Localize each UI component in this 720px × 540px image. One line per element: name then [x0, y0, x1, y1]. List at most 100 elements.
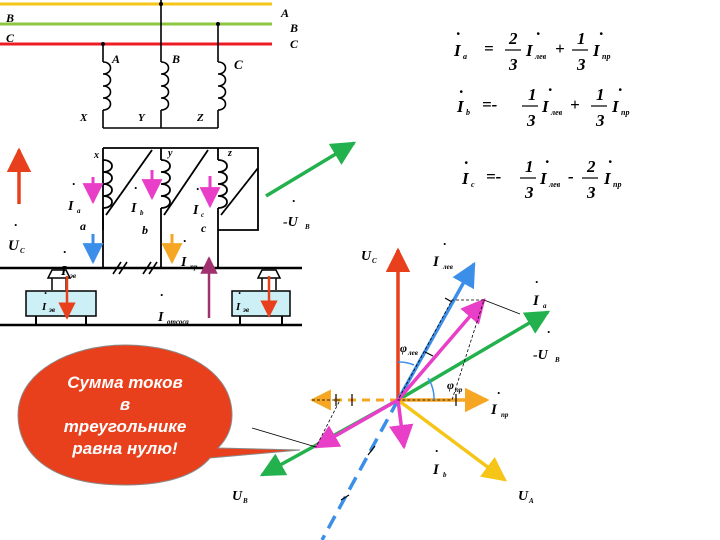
svg-text:C: C [372, 257, 377, 265]
circuit-label-iev-top: · I эв [60, 244, 76, 280]
svg-text:лев: лев [550, 108, 563, 117]
svg-text:·: · [599, 24, 603, 43]
vector-label-uc: U C [361, 249, 377, 265]
svg-text:·: · [196, 181, 199, 196]
svg-text:I: I [60, 264, 67, 279]
svg-text:b: b [140, 209, 144, 217]
svg-text:·: · [134, 180, 137, 195]
vector-ic [313, 398, 399, 449]
svg-text:I: I [235, 301, 241, 313]
callout-line-3: треугольнике [63, 417, 187, 436]
svg-text:3: 3 [576, 55, 586, 74]
winding-label-c: c [201, 221, 207, 235]
svg-text:·: · [44, 286, 47, 300]
angle-arc-pr [427, 377, 435, 401]
line-label-right-b: B [289, 21, 298, 35]
svg-text:·: · [292, 193, 295, 208]
svg-text:·: · [456, 24, 460, 43]
svg-text:·: · [536, 24, 540, 43]
svg-text:·: · [238, 286, 241, 300]
svg-text:A: A [528, 497, 534, 505]
svg-text:-U: -U [283, 215, 299, 230]
svg-text:-: - [568, 167, 574, 186]
svg-text:=: = [484, 39, 494, 58]
circuit-label-iev-right-loco: · I эв [235, 286, 249, 314]
vector-label-ilev: · I лев [432, 236, 453, 271]
svg-text:c: c [471, 180, 475, 189]
vector-label-ia: · I a [532, 274, 547, 310]
svg-text:1: 1 [525, 157, 534, 176]
svg-text:a: a [77, 207, 81, 215]
vector-label-ub: U B [232, 489, 248, 505]
svg-text:пр: пр [602, 52, 610, 61]
svg-text:I: I [592, 41, 601, 60]
circuit-label-iotsosa: · I отсоса [157, 287, 189, 326]
svg-text:·: · [14, 217, 17, 232]
svg-text:+: + [570, 95, 580, 114]
svg-text:I: I [432, 462, 440, 478]
line-label-right-c: C [290, 37, 299, 51]
svg-text:1: 1 [596, 85, 605, 104]
svg-text:·: · [435, 443, 438, 458]
svg-text:c: c [201, 211, 204, 219]
callout-bubble [17, 344, 301, 486]
winding-label-C: C [234, 57, 243, 72]
callout-line-2: в [119, 395, 131, 414]
winding-label-Z: Z [196, 112, 204, 124]
vector-label-ua: U A [518, 489, 534, 505]
svg-text:b: b [443, 471, 447, 479]
svg-text:B: B [242, 497, 248, 505]
arrow-minus-ub-left [265, 141, 357, 198]
svg-text:·: · [459, 82, 463, 101]
svg-text:I: I [456, 97, 465, 116]
svg-text:·: · [547, 324, 550, 339]
svg-text:·: · [464, 153, 468, 172]
svg-text:+: + [555, 39, 565, 58]
equation-ic: · I c =- 1 3 · I лев - 2 3 · I пр [461, 152, 621, 202]
winding-label-B: B [171, 52, 180, 66]
svg-text:φ: φ [447, 378, 454, 392]
svg-text:эв: эв [69, 272, 76, 280]
svg-text:3: 3 [586, 183, 596, 202]
winding-label-a: a [80, 219, 86, 233]
svg-text:I: I [603, 169, 612, 188]
vector-label-minus-ub: · -U B [533, 324, 560, 364]
svg-text:пр: пр [613, 180, 621, 189]
section-insulator-4 [148, 261, 158, 275]
svg-text:I: I [453, 41, 462, 60]
svg-text:3: 3 [526, 111, 536, 130]
winding-label-z: z [227, 148, 232, 159]
svg-text:φ: φ [400, 341, 407, 355]
svg-text:пр: пр [190, 263, 198, 271]
svg-text:U: U [8, 238, 20, 254]
svg-text:b: b [466, 108, 470, 117]
vector-ilev [396, 261, 476, 401]
svg-text:·: · [72, 176, 75, 191]
svg-text:отсоса: отсоса [167, 318, 189, 326]
svg-text:·: · [183, 233, 186, 248]
svg-text:U: U [518, 489, 529, 504]
svg-text:I: I [532, 293, 540, 309]
svg-text:C: C [20, 247, 25, 255]
svg-text:I: I [541, 97, 550, 116]
svg-text:-U: -U [533, 348, 549, 363]
svg-text:I: I [192, 203, 199, 218]
svg-text:1: 1 [577, 29, 586, 48]
svg-text:пр: пр [621, 108, 629, 117]
svg-text:3: 3 [595, 111, 605, 130]
svg-text:·: · [548, 80, 552, 99]
vector-ib [389, 399, 414, 450]
section-insulator-2 [118, 261, 128, 275]
svg-text:лев: лев [548, 180, 561, 189]
vector-ilev-dashed [320, 399, 400, 540]
angle-label-lev: φ лев [400, 341, 418, 357]
svg-text:1: 1 [528, 85, 537, 104]
svg-text:I: I [180, 255, 187, 270]
equation-ia: · I a = 2 3 · I лев + 1 3 · I пр [453, 24, 610, 74]
vector-construction [397, 299, 485, 401]
angle-arc-lev [397, 361, 415, 366]
circuit-label-ic: · I c [192, 181, 204, 219]
equation-ib: · I b =- 1 3 · I лев + 1 3 · I пр [456, 80, 629, 130]
